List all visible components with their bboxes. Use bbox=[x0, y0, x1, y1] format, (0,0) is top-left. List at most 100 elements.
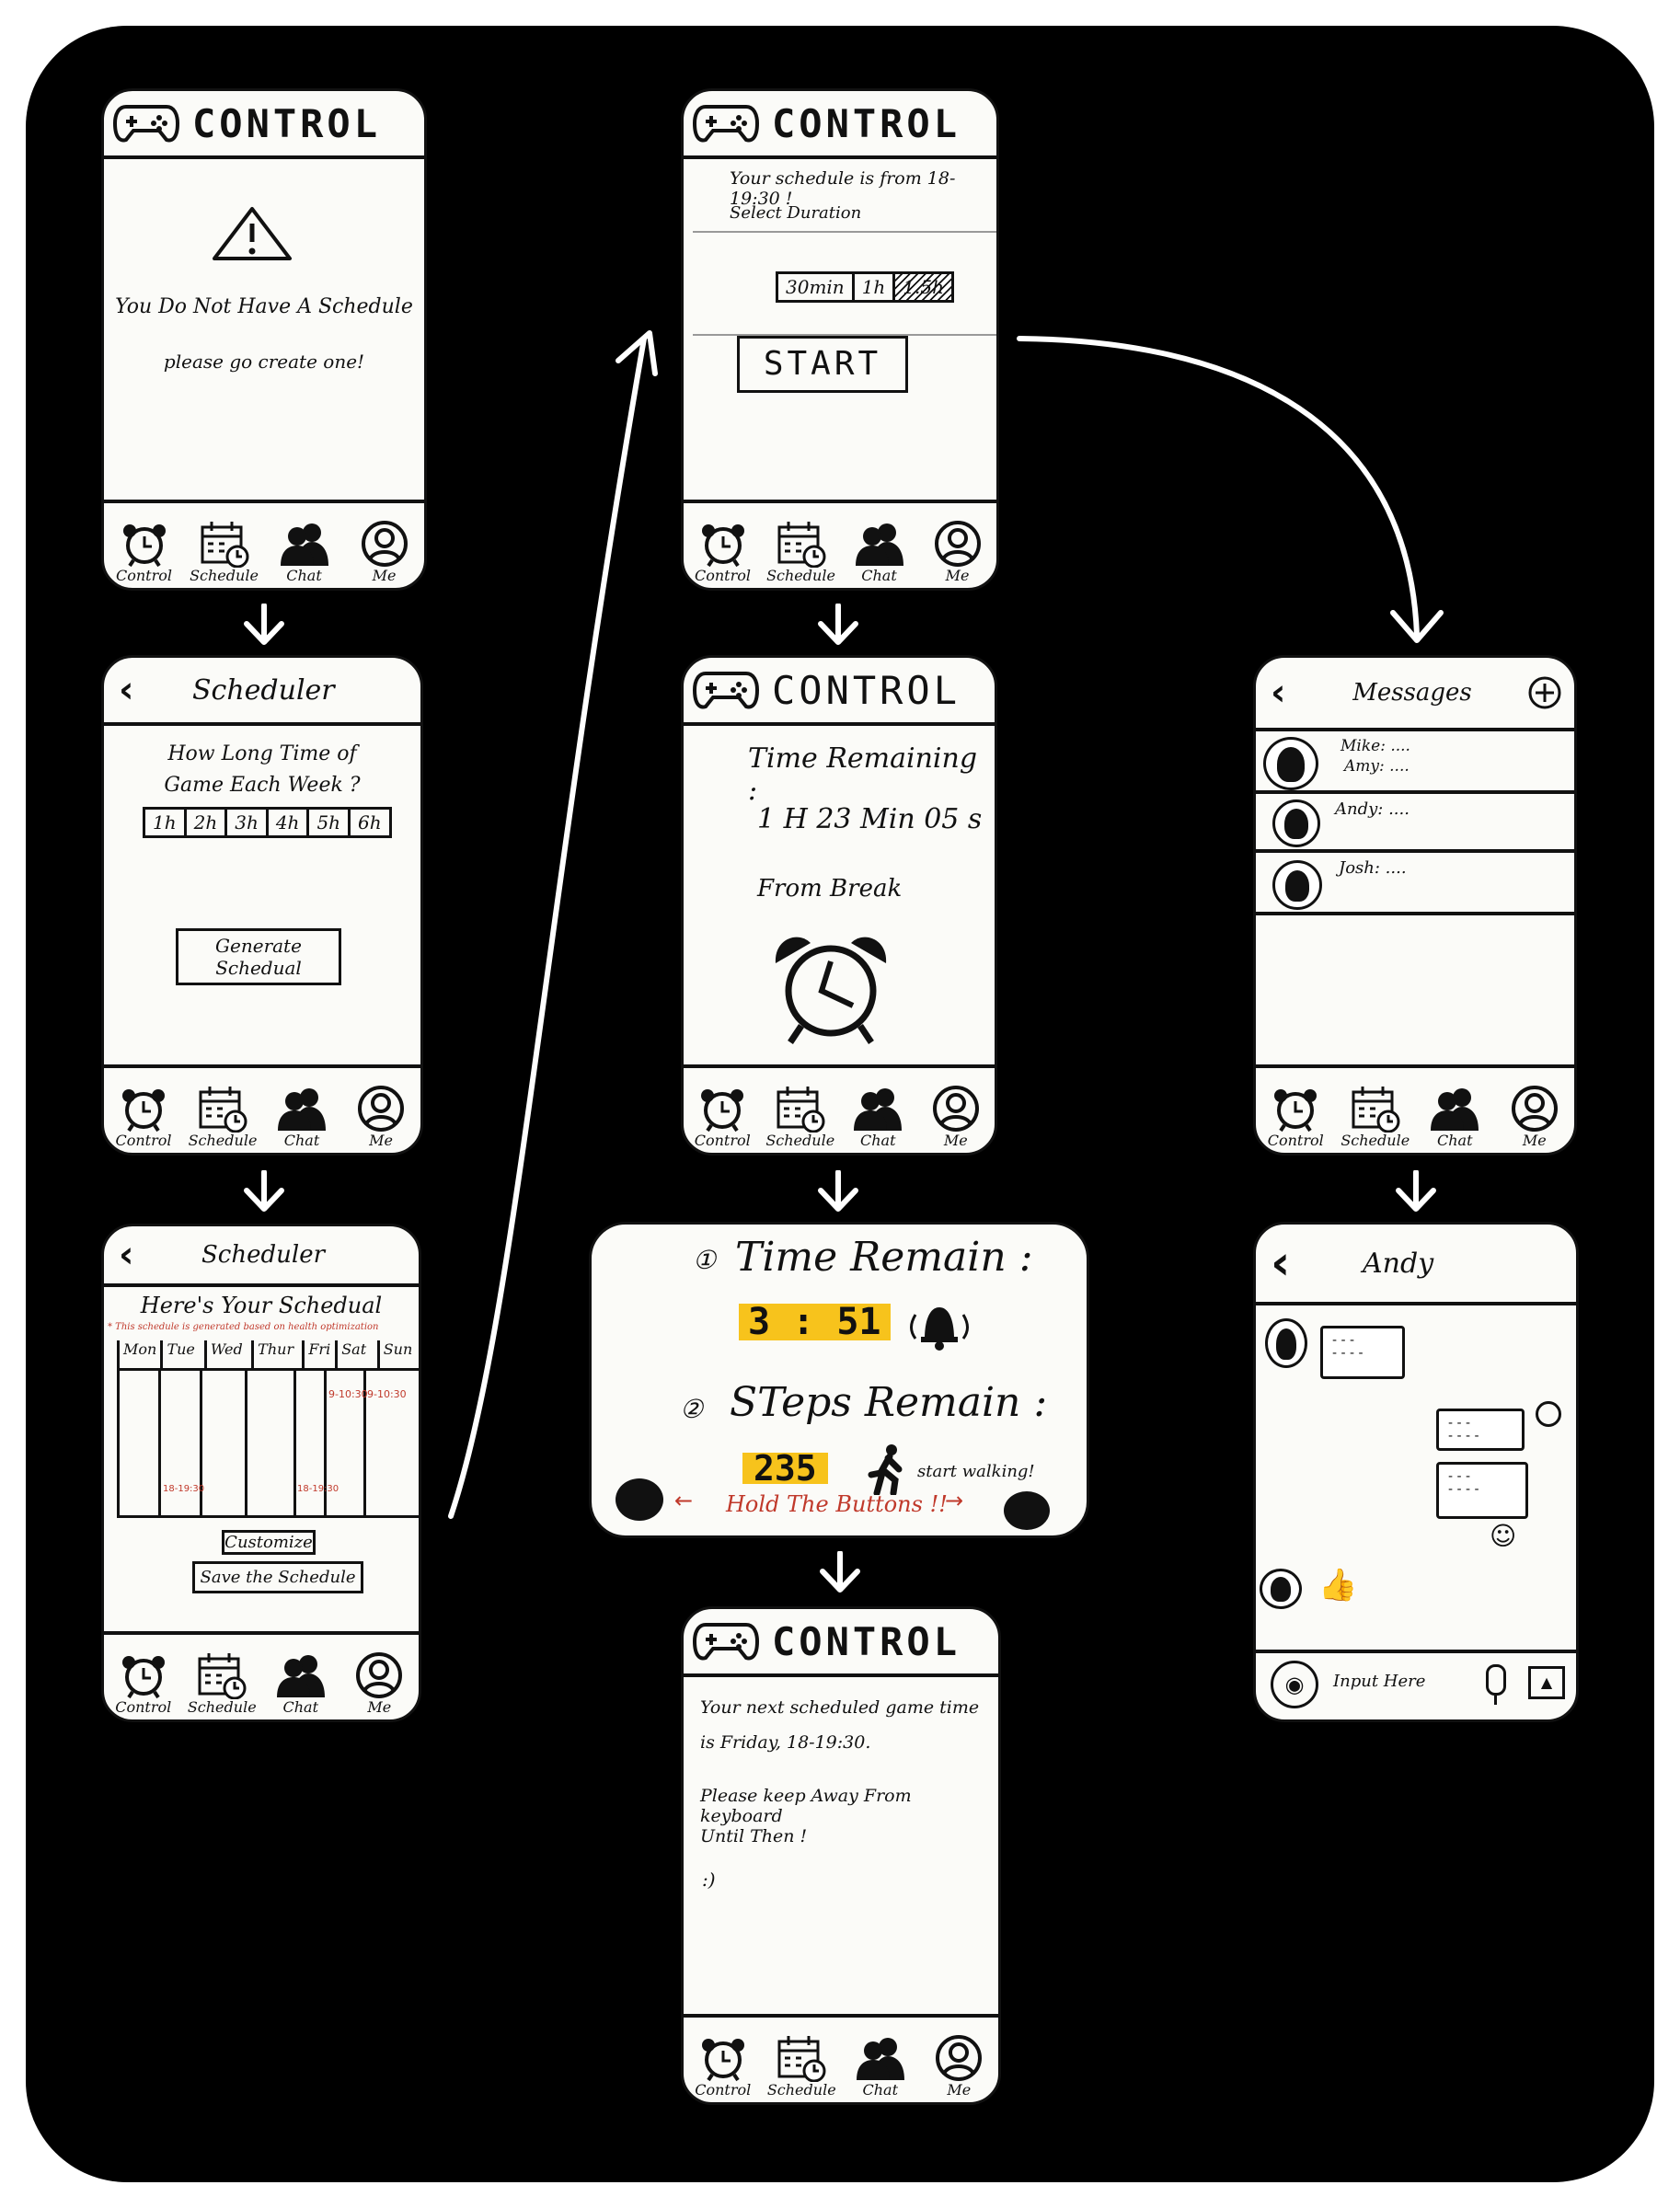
app-title: CONTROL bbox=[772, 1618, 961, 1664]
hours-option[interactable]: 3h bbox=[227, 810, 269, 835]
nav-label: Chat bbox=[286, 567, 322, 584]
slot-tuesday[interactable]: 18-19:30 bbox=[163, 1484, 205, 1494]
nav-me[interactable]: Me bbox=[1498, 1085, 1571, 1149]
nav-control[interactable]: Control bbox=[107, 1651, 180, 1716]
customize-button[interactable]: Customize bbox=[222, 1530, 316, 1555]
nav-schedule[interactable]: Schedule bbox=[764, 1085, 837, 1149]
nav-label: Chat bbox=[1436, 1132, 1473, 1149]
nav-label: Me bbox=[947, 2081, 972, 2099]
nav-me[interactable]: Me bbox=[919, 1085, 993, 1149]
schedule-table: Mon Tue Wed Thur Fri Sat Sun 9-10:30 9-1… bbox=[117, 1340, 419, 1518]
nav-control[interactable]: Control bbox=[686, 2034, 760, 2099]
app-title: CONTROL bbox=[192, 100, 382, 146]
duration-option[interactable]: 30min bbox=[778, 274, 855, 300]
screen-next-session: CONTROL Your next scheduled game time is… bbox=[681, 1606, 1001, 2105]
hours-option[interactable]: 5h bbox=[309, 810, 351, 835]
hold-button-right[interactable] bbox=[1004, 1491, 1050, 1530]
andy-avatar bbox=[1265, 1318, 1307, 1368]
screen-generated-schedule: ‹ Scheduler Here's Your Schedual * This … bbox=[101, 1224, 421, 1722]
conversation-row[interactable]: Mike: .... Amy: .... bbox=[1256, 731, 1574, 794]
conversation-row[interactable]: Josh: .... bbox=[1256, 853, 1574, 915]
app-header: CONTROL bbox=[684, 658, 995, 726]
hours-option[interactable]: 1h bbox=[145, 810, 187, 835]
nav-control[interactable]: Control bbox=[108, 520, 181, 584]
nav-label: Schedule bbox=[765, 1132, 835, 1149]
app-title: CONTROL bbox=[772, 100, 961, 146]
hours-option[interactable]: 4h bbox=[269, 810, 310, 835]
nav-chat[interactable]: Chat bbox=[268, 520, 341, 584]
schedule-heading: Here's Your Schedual bbox=[140, 1293, 383, 1318]
nav-me[interactable]: Me bbox=[348, 520, 421, 584]
nav-chat[interactable]: Chat bbox=[841, 1085, 915, 1149]
screen-header: ‹ Andy bbox=[1256, 1225, 1576, 1305]
back-icon[interactable]: ‹ bbox=[119, 1234, 134, 1276]
add-circle-icon[interactable] bbox=[1526, 674, 1563, 711]
create-prompt: please go create one! bbox=[163, 351, 365, 373]
conversation-row[interactable]: Andy: .... bbox=[1256, 794, 1574, 853]
screen-title: Messages bbox=[1352, 679, 1472, 707]
day-header: Sat bbox=[335, 1340, 377, 1368]
from-break-label: From Break bbox=[757, 875, 903, 903]
image-icon[interactable]: ▲ bbox=[1528, 1666, 1565, 1699]
nav-chat[interactable]: Chat bbox=[265, 1085, 339, 1149]
nav-label: Schedule bbox=[188, 1132, 258, 1149]
outgoing-message-bubble bbox=[1436, 1462, 1528, 1519]
save-schedule-button[interactable]: Save the Schedule bbox=[192, 1561, 363, 1593]
nav-schedule[interactable]: Schedule bbox=[188, 520, 261, 584]
hours-option[interactable]: 2h bbox=[187, 810, 228, 835]
nav-label: Schedule bbox=[766, 2081, 836, 2099]
nav-me[interactable]: Me bbox=[342, 1651, 416, 1716]
nav-control[interactable]: Control bbox=[686, 520, 760, 584]
back-icon[interactable]: ‹ bbox=[1271, 672, 1286, 714]
nav-chat[interactable]: Chat bbox=[844, 2034, 917, 2099]
group-avatar bbox=[1263, 737, 1318, 790]
generate-schedule-button[interactable]: Generate Schedual bbox=[176, 928, 341, 985]
nav-label: Me bbox=[369, 1132, 393, 1149]
message-input[interactable]: Input Here bbox=[1333, 1672, 1426, 1691]
nav-control[interactable]: Control bbox=[1259, 1085, 1332, 1149]
screen-select-duration: CONTROL Your schedule is from 18-19:30 !… bbox=[681, 88, 999, 591]
back-icon[interactable]: ‹ bbox=[1271, 1236, 1291, 1291]
nav-schedule[interactable]: Schedule bbox=[185, 1651, 259, 1716]
microphone-icon[interactable] bbox=[1486, 1664, 1506, 1705]
nav-me[interactable]: Me bbox=[922, 2034, 995, 2099]
nav-label: Me bbox=[945, 567, 970, 584]
schedule-info: Your schedule is from 18-19:30 ! bbox=[730, 168, 956, 209]
contact-avatar bbox=[1272, 860, 1322, 910]
bottom-nav: Control Schedule Chat Me bbox=[104, 1064, 420, 1153]
nav-chat[interactable]: Chat bbox=[843, 520, 916, 584]
user-avatar-small bbox=[1536, 1401, 1561, 1427]
slot-sunday[interactable]: 9-10:30 bbox=[367, 1388, 407, 1400]
walking-person-icon bbox=[868, 1444, 903, 1495]
slot-saturday[interactable]: 9-10:30 bbox=[328, 1388, 368, 1400]
nav-schedule[interactable]: Schedule bbox=[765, 2034, 838, 2099]
hours-option[interactable]: 6h bbox=[358, 811, 382, 834]
conversation-preview: Andy: .... bbox=[1335, 799, 1410, 819]
nav-chat[interactable]: Chat bbox=[264, 1651, 338, 1716]
keep-away-line-1: Please keep Away From keyboard bbox=[700, 1786, 912, 1826]
hold-button-left[interactable] bbox=[616, 1478, 663, 1521]
duration-option-selected[interactable]: 1.5h bbox=[895, 274, 951, 300]
nav-label: Control bbox=[115, 1698, 172, 1716]
duration-option[interactable]: 1h bbox=[855, 274, 896, 300]
nav-schedule[interactable]: Schedule bbox=[186, 1085, 259, 1149]
nav-label: Schedule bbox=[190, 567, 259, 584]
nav-me[interactable]: Me bbox=[921, 520, 995, 584]
nav-me[interactable]: Me bbox=[344, 1085, 418, 1149]
nav-chat[interactable]: Chat bbox=[1418, 1085, 1491, 1149]
nav-schedule[interactable]: Schedule bbox=[765, 520, 838, 584]
slot-friday[interactable]: 18-19:30 bbox=[297, 1484, 339, 1494]
nav-schedule[interactable]: Schedule bbox=[1339, 1085, 1412, 1149]
camera-icon[interactable]: ◉ bbox=[1271, 1661, 1318, 1708]
flow-arrow-schedule-to-control bbox=[448, 336, 647, 1519]
app-header: CONTROL bbox=[684, 1609, 998, 1677]
smiley-text: :) bbox=[702, 1869, 716, 1891]
screen-break-popup: ① Time Remain : 3 : 51 ② STeps Remain : … bbox=[589, 1222, 1089, 1538]
nav-control[interactable]: Control bbox=[685, 1085, 759, 1149]
start-button[interactable]: START bbox=[737, 336, 908, 393]
steps-remain-label: STeps Remain : bbox=[730, 1379, 1048, 1426]
nav-control[interactable]: Control bbox=[107, 1085, 180, 1149]
back-icon[interactable]: ‹ bbox=[119, 669, 134, 711]
app-header: CONTROL bbox=[104, 91, 424, 159]
conversation-preview: Mike: .... bbox=[1341, 737, 1410, 755]
